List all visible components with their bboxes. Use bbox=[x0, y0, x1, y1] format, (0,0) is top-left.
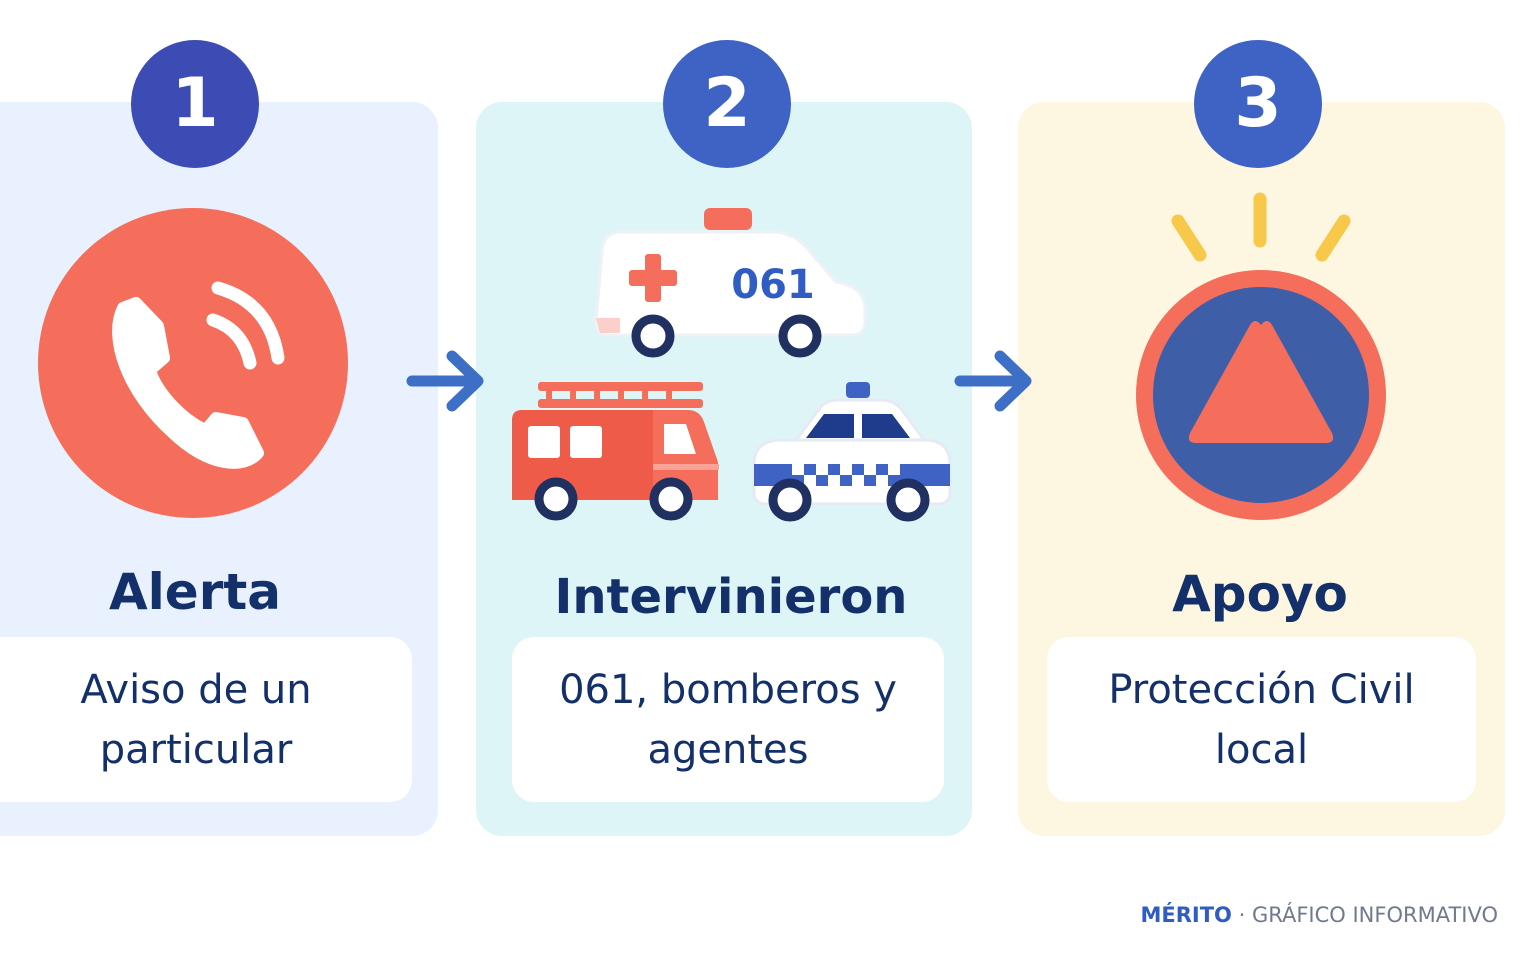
ambulance-icon: 061 bbox=[594, 208, 867, 358]
step-1-number-badge: 1 bbox=[131, 40, 259, 168]
step-2-description-card: 061, bomberos y agentes bbox=[512, 637, 944, 802]
step-2-description: 061, bomberos y agentes bbox=[559, 666, 897, 773]
fire-truck-icon bbox=[512, 382, 719, 521]
phone-icon bbox=[38, 208, 348, 518]
step-3-description-card: Protección Civil local bbox=[1047, 637, 1476, 802]
ambulance-label: 061 bbox=[731, 262, 815, 308]
footer-credit: MÉRITO · GRÁFICO INFORMATIVO bbox=[1141, 900, 1499, 930]
step-3-title: Apoyo bbox=[1172, 565, 1348, 623]
police-car-icon bbox=[752, 382, 952, 522]
footer-separator: · bbox=[1238, 903, 1246, 927]
civil-protection-icon bbox=[1136, 192, 1386, 520]
step-3-number-badge: 3 bbox=[1194, 40, 1322, 168]
step-3-description: Protección Civil local bbox=[1108, 666, 1415, 773]
footer-label: GRÁFICO INFORMATIVO bbox=[1251, 903, 1498, 927]
arrow-right-icon bbox=[954, 350, 1032, 412]
step-2-title: Intervinieron bbox=[554, 569, 908, 625]
step-1-title: Alerta bbox=[108, 563, 282, 621]
footer-brand: MÉRITO bbox=[1140, 903, 1232, 927]
step-1-description-card: Aviso de un particular bbox=[0, 637, 412, 802]
arrow-right-icon bbox=[406, 350, 484, 412]
step-2-number-badge: 2 bbox=[663, 40, 791, 168]
step-1-description: Aviso de un particular bbox=[80, 666, 312, 773]
